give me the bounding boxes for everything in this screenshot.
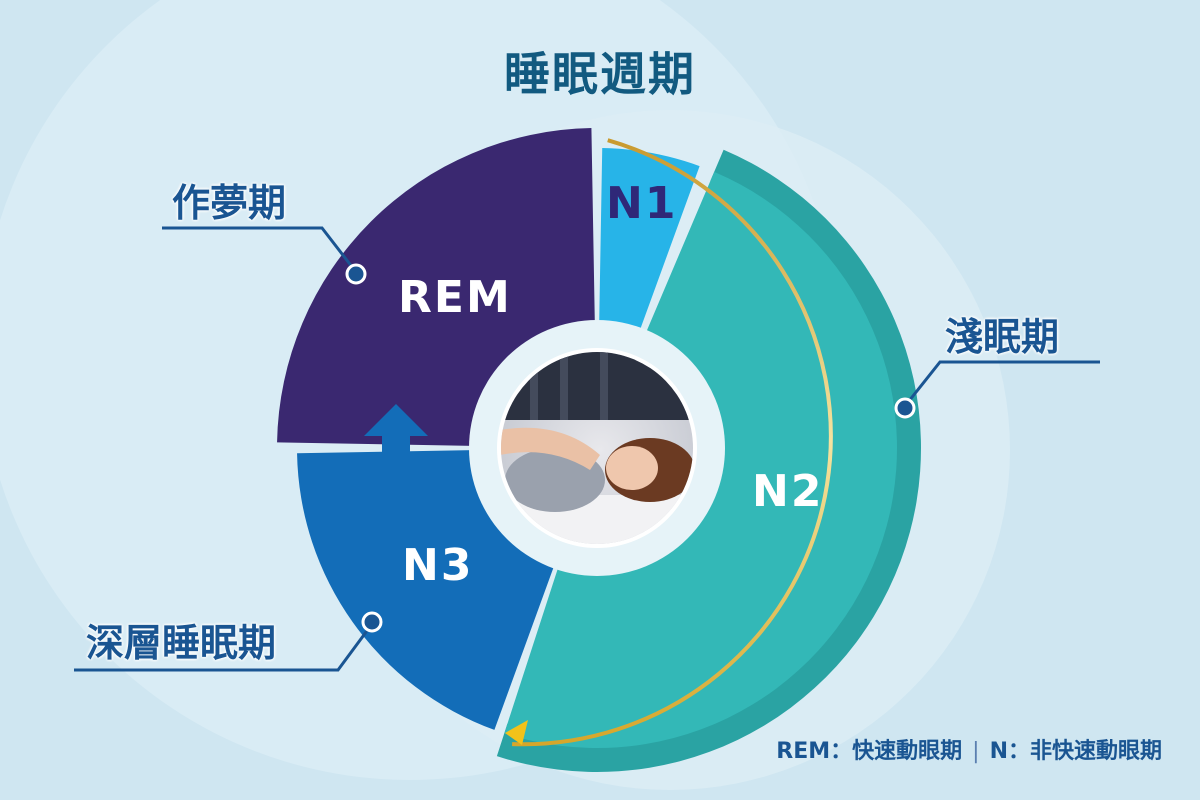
segment-label-rem: REM — [398, 272, 512, 323]
callout-rem: 作夢期 — [172, 181, 287, 225]
segment-label-n3: N3 — [402, 540, 474, 591]
callout-light-sleep: 淺眠期 — [945, 315, 1060, 359]
callout-deep-sleep: 深層睡眠期 — [86, 621, 277, 665]
segment-n1[interactable] — [599, 148, 700, 338]
segment-label-n1: N1 — [606, 178, 678, 229]
callout-lines — [74, 226, 1100, 672]
cycle-arrowhead-icon — [505, 720, 528, 745]
segment-label-n2: N2 — [752, 466, 824, 517]
legend-n: N：非快速動眼期 — [989, 739, 1162, 764]
segment-n2[interactable] — [504, 171, 897, 749]
legend: REM：快速動眼期 | N：非快速動眼期 — [776, 733, 1162, 765]
page-title: 睡眠週期 — [504, 47, 696, 101]
up-arrow-icon — [364, 404, 428, 452]
callout-dots — [345, 263, 916, 633]
legend-separator: | — [972, 739, 980, 764]
legend-rem: REM：快速動眼期 — [776, 739, 963, 764]
segment-rem[interactable] — [277, 128, 595, 446]
cycle-arrow-arc — [512, 138, 833, 747]
